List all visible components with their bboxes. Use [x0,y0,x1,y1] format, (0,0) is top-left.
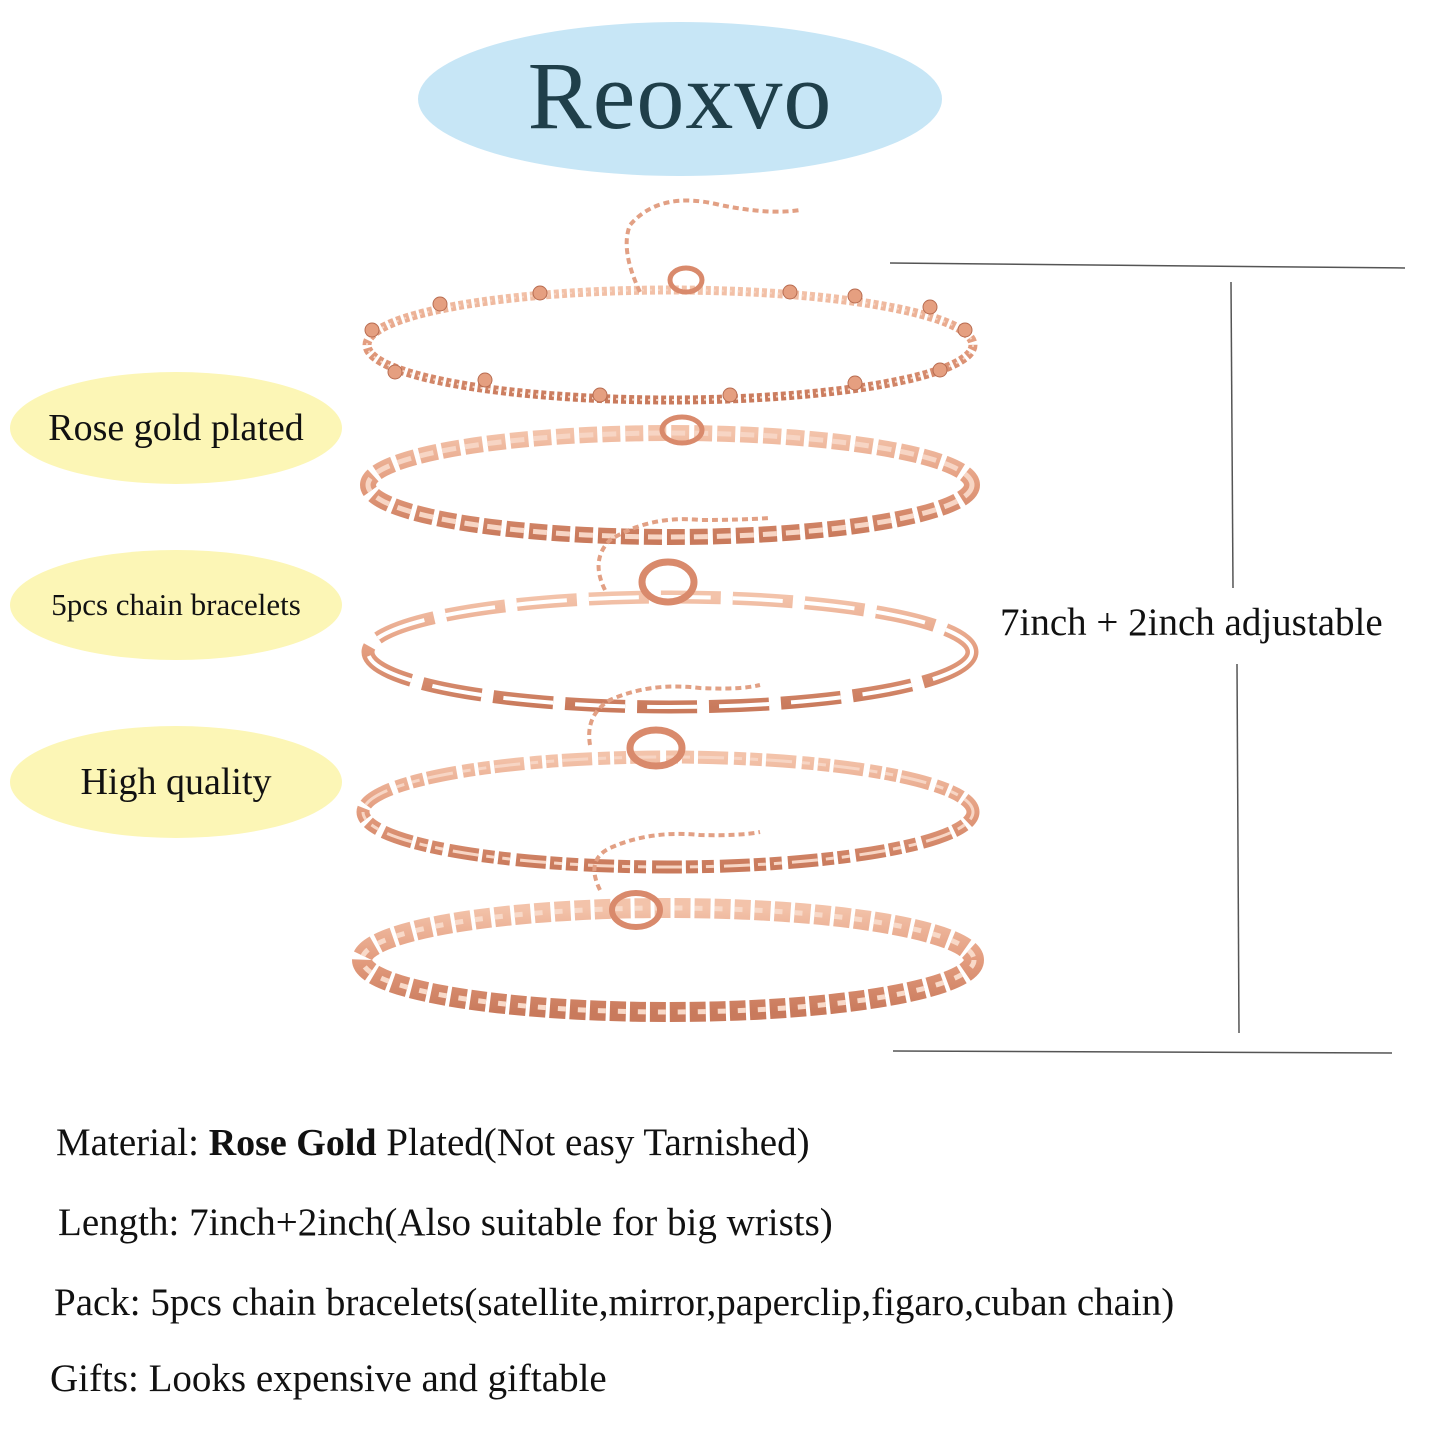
bracelet-satellite [362,198,978,405]
feature-badge-rose-gold: Rose gold plated [10,372,342,484]
length-measurement-label: 7inch + 2inch adjustable [1000,601,1383,644]
spec-text: 7inch+2inch(Also suitable for big wrists… [189,1201,833,1244]
feature-badge-5pcs: 5pcs chain bracelets [10,550,342,660]
spec-text: Plated(Not easy Tarnished) [386,1121,810,1164]
spec-text: 5pcs chain bracelets(satellite,mirror,pa… [150,1281,1175,1324]
spec-highlight: Rose Gold [208,1122,377,1164]
spec-pack: Pack: 5pcs chain bracelets(satellite,mir… [54,1280,1174,1325]
spec-label: Length: [58,1201,180,1244]
measure-top-line [889,262,1406,269]
bracelet-cuban [352,830,984,1022]
spec-label: Gifts: [50,1357,139,1400]
feature-label: 5pcs chain bracelets [51,587,301,622]
brand-name: Reoxvo [527,42,833,149]
feature-label: High quality [80,761,272,803]
spec-gifts: Gifts: Looks expensive and giftable [50,1356,607,1401]
feature-label: Rose gold plated [48,407,304,449]
spec-text: Looks expensive and giftable [148,1357,607,1400]
bracelet-mirror [360,414,980,545]
measurement-guides [889,262,1406,1054]
brand-logo-oval: Reoxvo [418,22,942,176]
measure-bottom-line [892,1050,1393,1054]
bracelet-figaro [356,683,980,874]
measure-vertical-lower [1236,663,1240,1034]
spec-label: Material: [56,1121,199,1164]
spec-length: Length: 7inch+2inch(Also suitable for bi… [58,1200,833,1245]
measure-vertical-upper [1230,281,1234,589]
bracelet-paperclip [361,516,979,714]
spec-label: Pack: [54,1281,141,1324]
spec-material: Material: Rose Gold Plated(Not easy Tarn… [56,1120,810,1165]
feature-badge-quality: High quality [10,726,342,838]
